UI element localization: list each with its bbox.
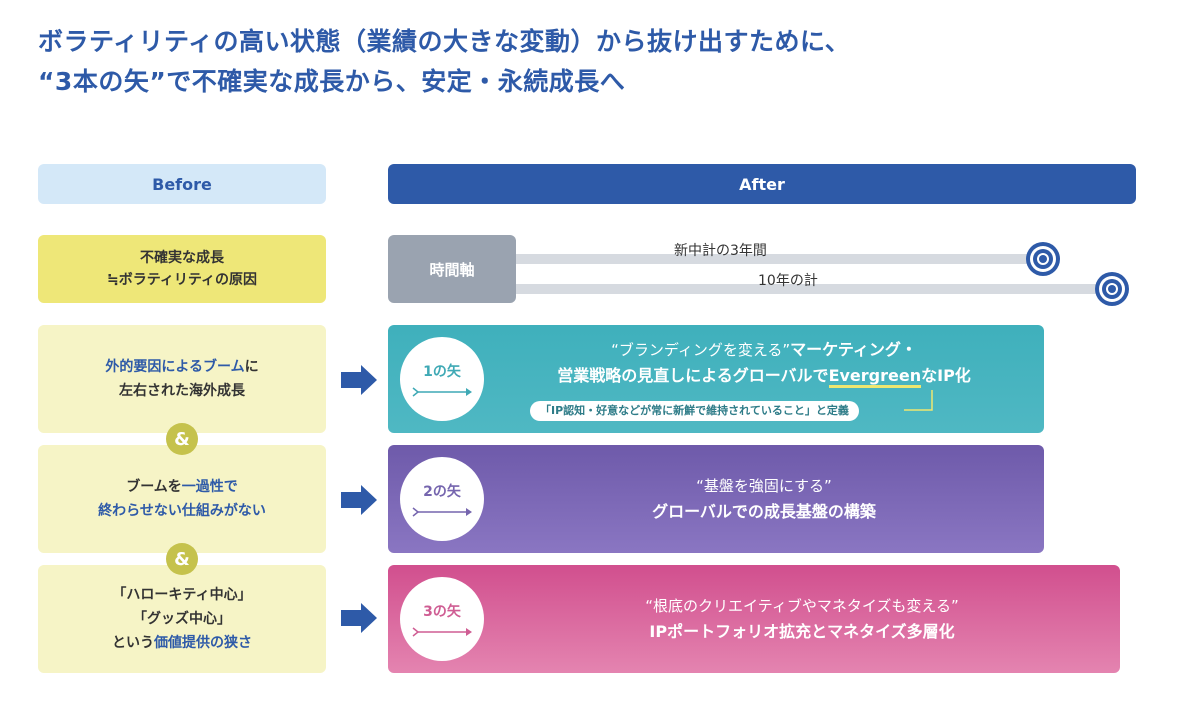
- arrow-1-quote-tail: マーケティング・: [790, 340, 917, 359]
- arrow-2-quote: “基盤を強固にする”: [696, 477, 832, 495]
- timeline-bar-10-years: [516, 284, 1112, 294]
- after-arrow-1: 1の矢 “ブランディングを変える”マーケティング・ 営業戦略の見直しによるグロー…: [388, 325, 1044, 433]
- ampersand-badge: &: [166, 543, 198, 575]
- arrow-1-quote: “ブランディングを変える”: [611, 341, 791, 359]
- before-header: Before: [38, 164, 326, 204]
- arrow-icon: [412, 507, 472, 517]
- before-1-line-2: 左右された海外成長: [119, 383, 245, 399]
- cause-line-2: ≒ボラティリティの原因: [106, 272, 258, 288]
- target-icon: [1095, 272, 1129, 306]
- before-2-line-2: 終わらせない仕組みがない: [98, 503, 266, 519]
- before-2-head: ブームを: [126, 479, 182, 495]
- before-3-line-1: 「ハローキティ中心」: [112, 587, 252, 603]
- arrow-1-main-c: なIP化: [921, 366, 971, 385]
- arrow-right-icon: [341, 603, 377, 633]
- arrow-3-quote: “根底のクリエイティブやマネタイズも変える”: [645, 597, 959, 615]
- arrow-1-note: 「IP認知・好意などが常に新鮮で維持されていること」と定義: [530, 401, 859, 421]
- before-3-head: という: [112, 635, 154, 651]
- arrow-1-badge: 1の矢: [400, 337, 484, 421]
- after-header: After: [388, 164, 1136, 204]
- target-icon: [1026, 242, 1060, 276]
- time-axis-label: 時間軸: [388, 235, 516, 303]
- before-item-3: 「ハローキティ中心」 「グッズ中心」 という価値提供の狭さ: [38, 565, 326, 673]
- arrow-2-main: グローバルでの成長基盤の構築: [652, 502, 876, 521]
- before-2-highlight: 一過性で: [181, 479, 238, 495]
- arrow-1-label: 1の矢: [423, 364, 461, 380]
- arrow-1-evergreen: Evergreen: [828, 366, 922, 388]
- connector-line: [904, 390, 933, 411]
- arrow-right-icon: [341, 365, 377, 395]
- arrow-3-badge: 3の矢: [400, 577, 484, 661]
- before-3-highlight: 価値提供の狭さ: [154, 635, 252, 651]
- arrow-3-main: IPポートフォリオ拡充とマネタイズ多層化: [649, 622, 955, 641]
- arrow-3-label: 3の矢: [423, 604, 461, 620]
- arrow-icon: [412, 627, 472, 637]
- before-item-1: 外的要因によるブームに 左右された海外成長: [38, 325, 326, 433]
- arrow-1-main-a: 営業戦略の見直しによるグローバルで: [557, 366, 829, 385]
- before-1-tail: に: [244, 359, 259, 375]
- cause-line-1: 不確実な成長: [140, 250, 224, 266]
- title-line-2: “3本の矢”で不確実な成長から、安定・永続成長へ: [38, 67, 626, 96]
- arrow-2-label: 2の矢: [423, 484, 461, 500]
- arrow-right-icon: [341, 485, 377, 515]
- timeline-label-10-years: 10年の計: [758, 273, 818, 289]
- page-title: ボラティリティの高い状態（業績の大きな変動）から抜け出すために、 “3本の矢”で…: [38, 22, 1178, 102]
- before-item-2: ブームを一過性で 終わらせない仕組みがない: [38, 445, 326, 553]
- before-3-line-2: 「グッズ中心」: [133, 611, 231, 627]
- before-1-highlight: 外的要因によるブーム: [105, 359, 245, 375]
- after-arrow-3: 3の矢 “根底のクリエイティブやマネタイズも変える” IPポートフォリオ拡充とマ…: [388, 565, 1120, 673]
- arrow-icon: [412, 387, 472, 397]
- ampersand-badge: &: [166, 423, 198, 455]
- timeline-label-3-years: 新中計の3年間: [674, 243, 767, 259]
- cause-box: 不確実な成長 ≒ボラティリティの原因: [38, 235, 326, 303]
- after-arrow-2: 2の矢 “基盤を強固にする” グローバルでの成長基盤の構築: [388, 445, 1044, 553]
- title-line-1: ボラティリティの高い状態（業績の大きな変動）から抜け出すために、: [38, 27, 851, 56]
- timeline-bar-3-years: [516, 254, 1042, 264]
- arrow-2-badge: 2の矢: [400, 457, 484, 541]
